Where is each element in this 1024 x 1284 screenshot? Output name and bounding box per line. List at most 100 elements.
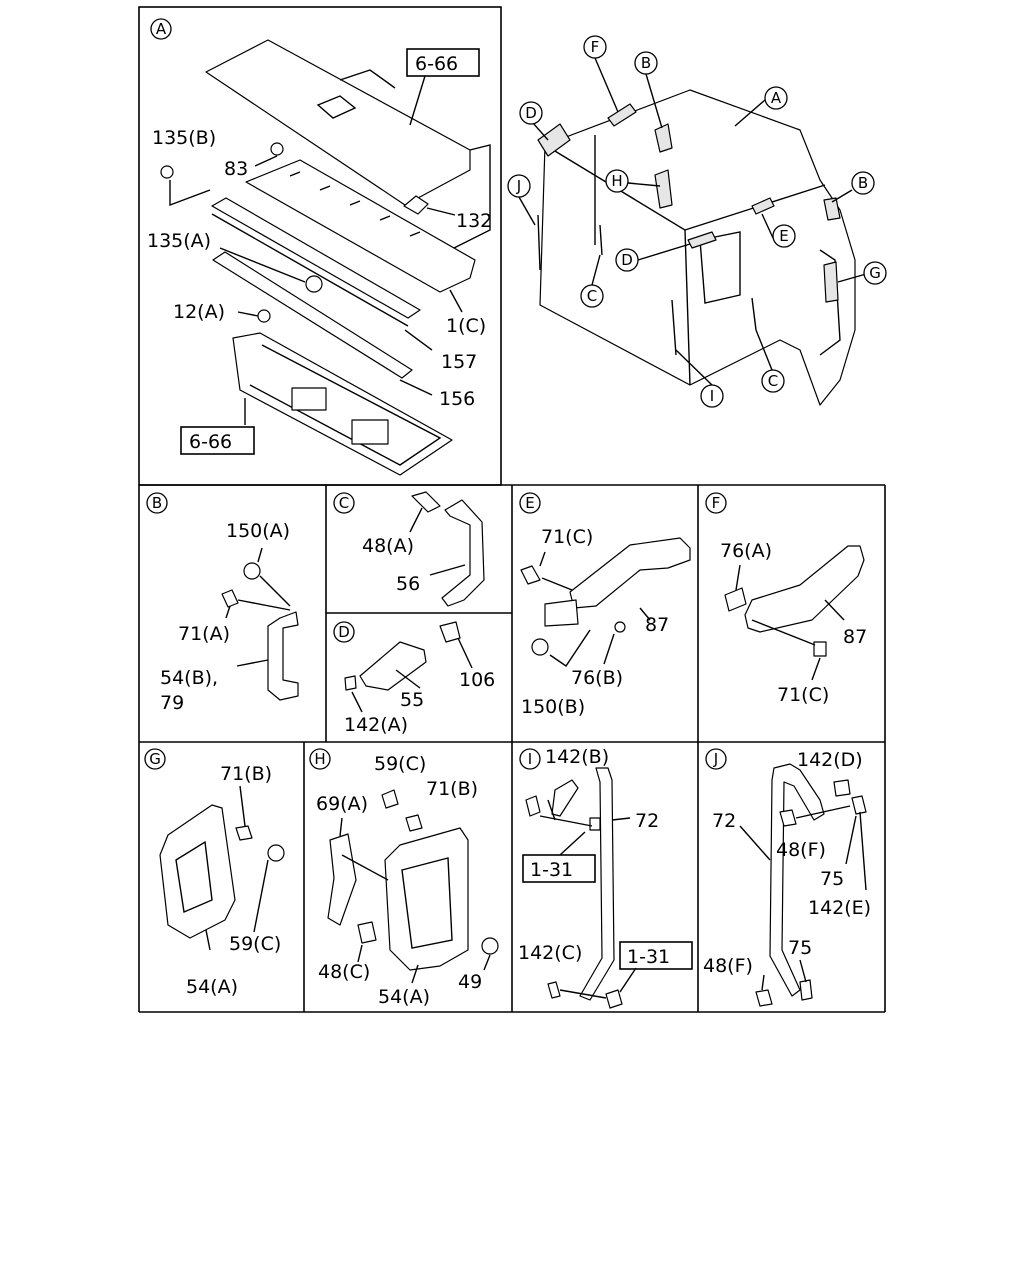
label-142d: 142(D) (797, 749, 863, 771)
label-76a: 76(A) (720, 540, 772, 562)
clip-135a-part (305, 275, 323, 293)
ref-1-31-bottom: 1-31 (627, 946, 670, 968)
label-72: 72 (635, 810, 659, 832)
plate-76a-part (724, 587, 747, 612)
label-75-top: 75 (820, 868, 844, 890)
nut-150a-part (243, 562, 261, 580)
ref-box-1-31-top (522, 854, 596, 883)
callout-c-left: C (587, 287, 597, 305)
panel-a-marker (150, 18, 172, 40)
ref-6-66-bottom: 6-66 (189, 431, 232, 453)
label-83: 83 (224, 158, 248, 180)
ref-1-31-top: 1-31 (530, 859, 573, 881)
label-1c: 1(C) (446, 315, 486, 337)
bolt-48f-bottom-part (755, 989, 773, 1007)
bolt-48c-part (357, 921, 377, 944)
panel-i-letter: I (528, 750, 532, 768)
bolt-71a-part (221, 589, 239, 608)
top-cover-part (205, 39, 471, 206)
label-135b: 135(B) (152, 127, 216, 149)
bracket-142b-part (551, 779, 579, 817)
label-72-j: 72 (712, 810, 736, 832)
cab-body (539, 89, 856, 406)
bottom-tray-part (232, 332, 453, 476)
rail-157-part (211, 197, 421, 319)
ref-box-6-66-top (406, 48, 480, 77)
clip-142c-part (547, 981, 561, 999)
label-56: 56 (396, 573, 420, 595)
label-48f-top: 48(F) (776, 839, 826, 861)
panel-j-letter: J (713, 750, 718, 768)
callout-j: J (516, 177, 521, 195)
rail-156-part (212, 251, 413, 379)
callout-i: I (710, 387, 714, 405)
panel-b: B 150(A) 71(A) 54(B), 79 (146, 492, 299, 714)
panel-d-letter: D (338, 623, 350, 641)
label-54b: 54(B), (160, 667, 218, 689)
label-71c-f: 71(C) (777, 684, 829, 706)
label-156: 156 (439, 388, 475, 410)
spacer-part (544, 599, 579, 627)
label-79: 79 (160, 692, 184, 714)
screw-135b-part (160, 165, 174, 179)
ref-6-66-top: 6-66 (415, 53, 458, 75)
clip-75-bottom-part (799, 979, 813, 1001)
callout-b-right: B (858, 174, 868, 192)
label-54a-h: 54(A) (378, 986, 430, 1008)
label-87f: 87 (843, 626, 867, 648)
label-48a: 48(A) (362, 535, 414, 557)
panel-a: A 6- (147, 18, 492, 476)
panel-c: C 48(A) 56 (333, 491, 485, 607)
rail-72-part (579, 767, 615, 1001)
clip-142a-part (344, 675, 357, 691)
label-150b: 150(B) (521, 696, 585, 718)
cab-overview: F B A D H J B E G D C I C (507, 35, 887, 408)
panel-h: H 59(C) 69(A) 71(B) 48(C) 54(A) 49 (309, 748, 499, 1008)
screw-83-part (270, 142, 284, 156)
handle-54a-h-part (384, 827, 469, 971)
clip-142b-part (525, 795, 541, 817)
callout-a: A (771, 89, 782, 107)
callout-c-right: C (768, 372, 778, 390)
callout-d-mid: D (621, 251, 633, 269)
panel-e-letter: E (525, 494, 534, 512)
panel-b-letter: B (152, 494, 162, 512)
cap-59c-h-part (381, 789, 399, 809)
label-135a: 135(A) (147, 230, 211, 252)
callout-g: G (869, 264, 881, 282)
label-48f-bottom: 48(F) (703, 955, 753, 977)
label-49: 49 (458, 971, 482, 993)
label-106: 106 (459, 669, 495, 691)
label-75-bottom: 75 (788, 937, 812, 959)
label-69a: 69(A) (316, 793, 368, 815)
callout-b-top: B (641, 54, 651, 72)
label-48c: 48(C) (318, 961, 370, 983)
label-142b: 142(B) (545, 746, 609, 768)
panel-g-letter: G (149, 750, 161, 768)
label-142c: 142(C) (518, 942, 582, 964)
ref-box-1-31-bottom (619, 941, 693, 970)
label-12a: 12(A) (173, 301, 225, 323)
label-55: 55 (400, 689, 424, 711)
label-71b: 71(B) (220, 763, 272, 785)
panel-e: E 71(C) 87 150(B) 76(B) (519, 492, 691, 718)
nut-49-part (481, 937, 499, 955)
screw-71c-part (520, 565, 541, 585)
label-150a: 150(A) (226, 520, 290, 542)
label-59c-h: 59(C) (374, 753, 426, 775)
bracket-55-part (359, 641, 427, 691)
grid-frame (138, 484, 886, 1013)
label-87: 87 (645, 614, 669, 636)
pin-132-part (403, 195, 429, 215)
screw-71c-f-part (813, 641, 827, 657)
bolt-1-31-bottom-part (605, 989, 623, 1009)
panel-j: J 142(D) 72 48(F) 75 142(E) 75 48(F) (703, 748, 871, 1007)
callout-d-top: D (525, 104, 537, 122)
label-142a: 142(A) (344, 714, 408, 736)
label-59c: 59(C) (229, 933, 281, 955)
ref-box-6-66-bottom (180, 426, 255, 455)
rail-72-j-part (769, 763, 825, 997)
label-157: 157 (441, 351, 477, 373)
handle-54b-part (267, 611, 299, 701)
